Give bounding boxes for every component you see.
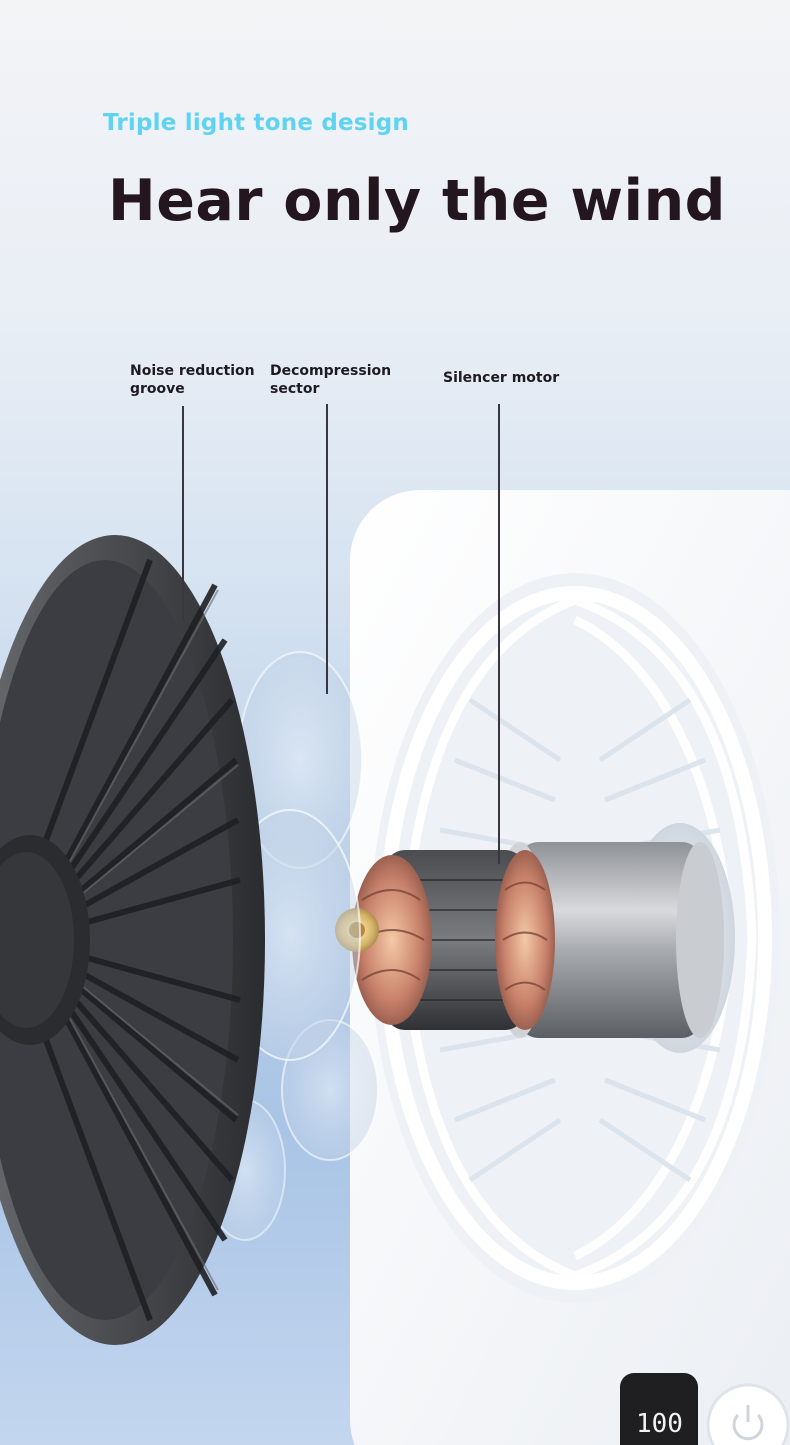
page-title: Hear only the wind — [108, 168, 726, 234]
callout-silencer-motor: Silencer motor — [443, 369, 559, 387]
power-button-icon — [732, 1405, 764, 1441]
subtitle: Triple light tone design — [103, 110, 410, 136]
callout-noise-reduction-groove: Noise reduction groove — [130, 362, 255, 398]
callout-label-line1: Decompression — [270, 363, 392, 379]
callout-leader-line — [498, 404, 500, 864]
callout-label-line2: sector — [270, 381, 320, 397]
callout-label-line1: Silencer motor — [443, 370, 560, 386]
callout-leader-line — [326, 404, 328, 694]
callout-leader-line — [182, 406, 184, 621]
motor-stator — [335, 850, 555, 1030]
display-reading: 100 — [636, 1409, 683, 1439]
front-grille — [0, 535, 265, 1345]
callout-label-line2: groove — [130, 381, 185, 397]
callout-decompression-sector: Decompression sector — [270, 362, 391, 398]
callout-label-line1: Noise reduction — [130, 363, 255, 379]
